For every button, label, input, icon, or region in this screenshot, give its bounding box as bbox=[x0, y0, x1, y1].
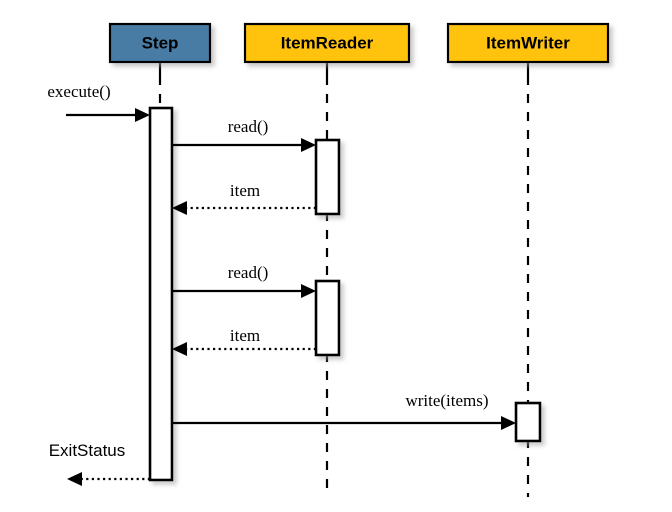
message-item-2: item bbox=[172, 326, 316, 356]
arrowhead-write-items bbox=[501, 416, 516, 430]
message-label-write-items: write(items) bbox=[405, 391, 488, 410]
arrowhead-execute bbox=[135, 108, 150, 122]
participant-header-step[interactable]: Step bbox=[108, 22, 212, 64]
participant-label-step: Step bbox=[142, 33, 179, 52]
arrowhead-read-2 bbox=[301, 284, 316, 298]
arrowhead-exit-status bbox=[67, 472, 82, 486]
participant-box-item-reader[interactable] bbox=[243, 22, 411, 64]
message-exit-status: ExitStatus bbox=[49, 441, 150, 486]
participant-label-item-writer: ItemWriter bbox=[486, 33, 570, 52]
message-write-items: write(items) bbox=[172, 391, 516, 430]
message-execute: execute() bbox=[47, 82, 150, 122]
arrowhead-read-1 bbox=[301, 138, 316, 152]
participant-box-step[interactable] bbox=[108, 22, 212, 64]
participant-box-item-writer[interactable] bbox=[446, 22, 610, 64]
activation-bars-group bbox=[148, 106, 542, 482]
message-label-item-2: item bbox=[230, 326, 260, 345]
participant-label-item-reader: ItemReader bbox=[281, 33, 374, 52]
lifelines-group bbox=[158, 62, 530, 497]
message-read-1: read() bbox=[172, 117, 316, 152]
message-read-2: read() bbox=[172, 263, 316, 298]
activation-bar-item-writer-1 bbox=[514, 401, 542, 443]
participant-header-item-reader[interactable]: ItemReader bbox=[243, 22, 411, 64]
activation-bar-item-reader-1 bbox=[314, 138, 341, 216]
message-label-execute: execute() bbox=[47, 82, 110, 101]
message-label-exit-status: ExitStatus bbox=[49, 441, 126, 460]
participant-header-item-writer[interactable]: ItemWriter bbox=[446, 22, 610, 64]
message-label-item-1: item bbox=[230, 181, 260, 200]
arrowhead-item-1 bbox=[172, 201, 187, 215]
activation-bar-step bbox=[148, 106, 174, 482]
message-label-read-2: read() bbox=[228, 263, 269, 282]
activation-bar-item-reader-2 bbox=[314, 279, 341, 357]
arrowhead-item-2 bbox=[172, 342, 187, 356]
message-item-1: item bbox=[172, 181, 316, 215]
participant-headers-group: Step ItemReader ItemWriter bbox=[108, 22, 610, 64]
message-label-read-1: read() bbox=[228, 117, 269, 136]
